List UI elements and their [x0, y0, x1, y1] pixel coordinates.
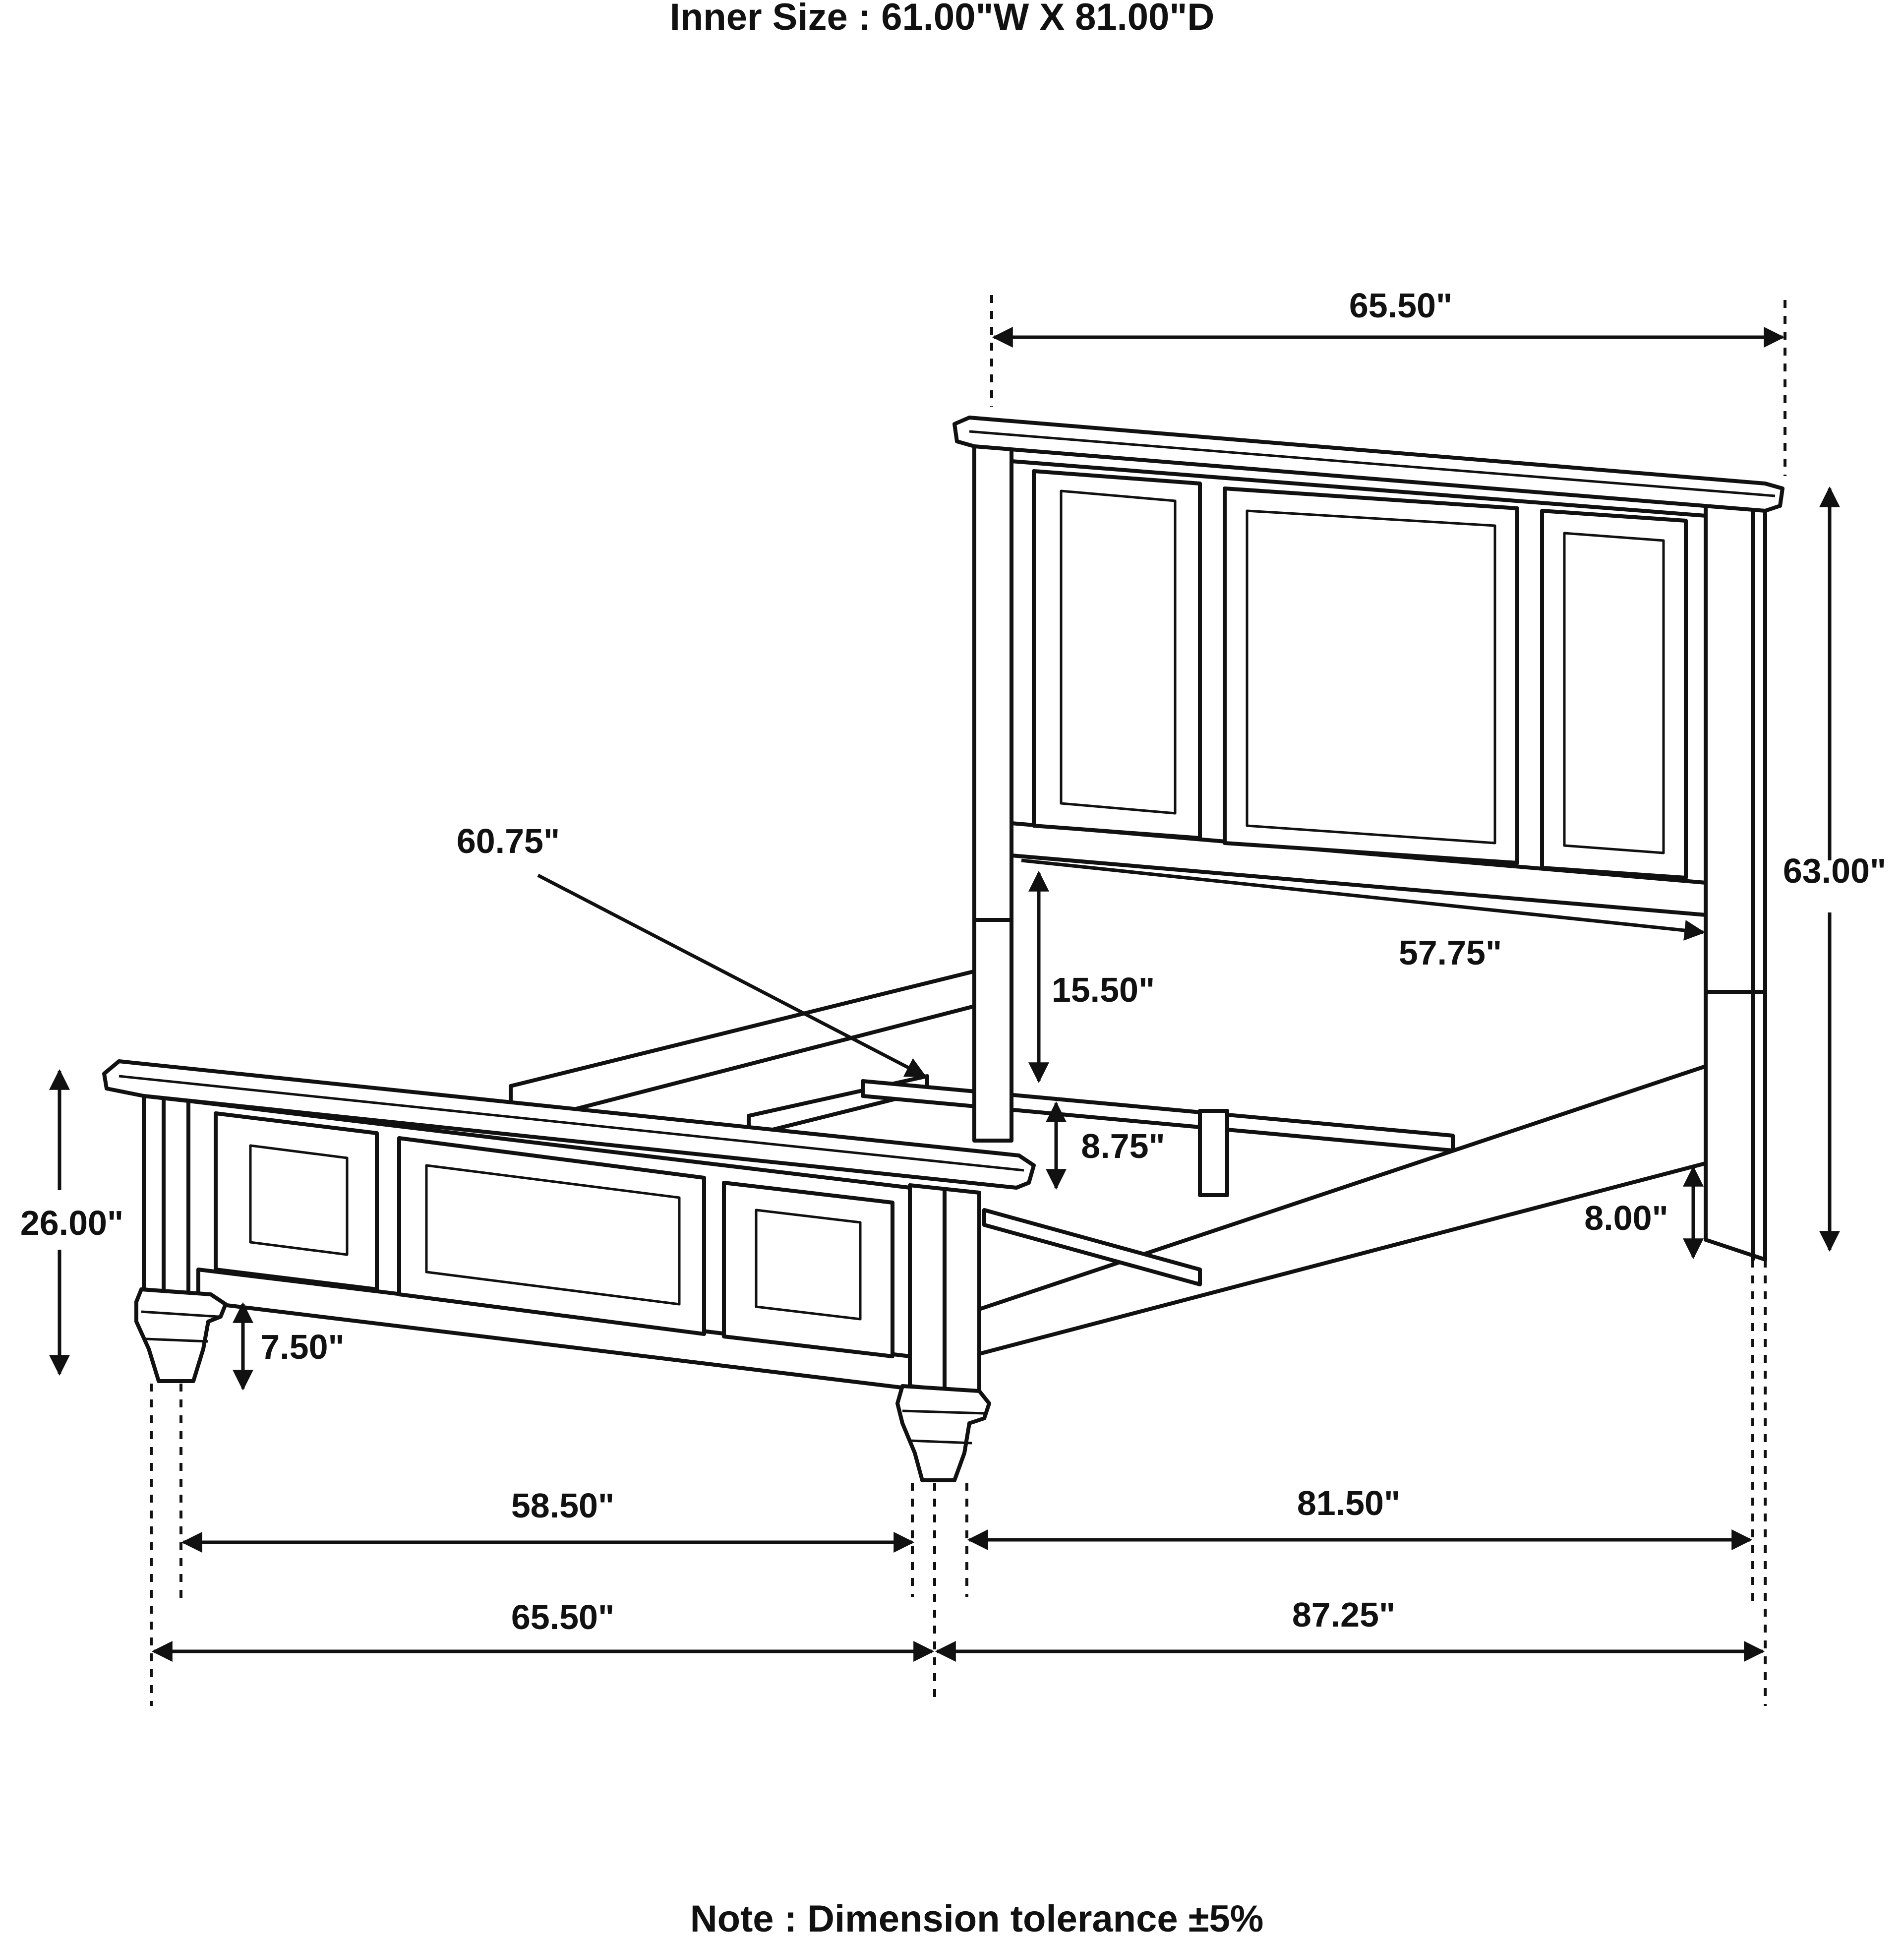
dimension-tolerance-note: Note : Dimension tolerance ±5% [690, 1898, 1264, 1939]
dim-headboard-clearance: 15.50" [1052, 970, 1155, 1009]
dim-inner-length: 81.50" [1297, 1484, 1400, 1522]
dim-side-rail-ground: 8.00" [1584, 1199, 1668, 1237]
extension-lines [150, 295, 1786, 1706]
inner-size-title: Inner Size : 61.00"W X 81.00"D [670, 0, 1215, 38]
footboard [102, 1059, 1036, 1482]
dim-foot-height: 7.50" [260, 1328, 344, 1366]
dim-footboard-height: 26.00" [20, 1204, 123, 1242]
dim-headboard-height: 63.00" [1783, 851, 1886, 890]
dim-headboard-inner-width: 57.75" [1399, 933, 1502, 972]
dim-footboard-inner-width: 58.50" [511, 1486, 614, 1525]
dim-diagonal: 60.75" [457, 822, 560, 860]
headboard [952, 416, 1785, 1262]
dim-overall-length: 87.25" [1292, 1595, 1395, 1634]
dim-rail-height: 8.75" [1081, 1127, 1165, 1165]
dim-overall-width: 65.50" [511, 1598, 614, 1636]
dimension-arrows [49, 327, 1840, 1662]
dim-headboard-width: 65.50" [1349, 286, 1452, 325]
